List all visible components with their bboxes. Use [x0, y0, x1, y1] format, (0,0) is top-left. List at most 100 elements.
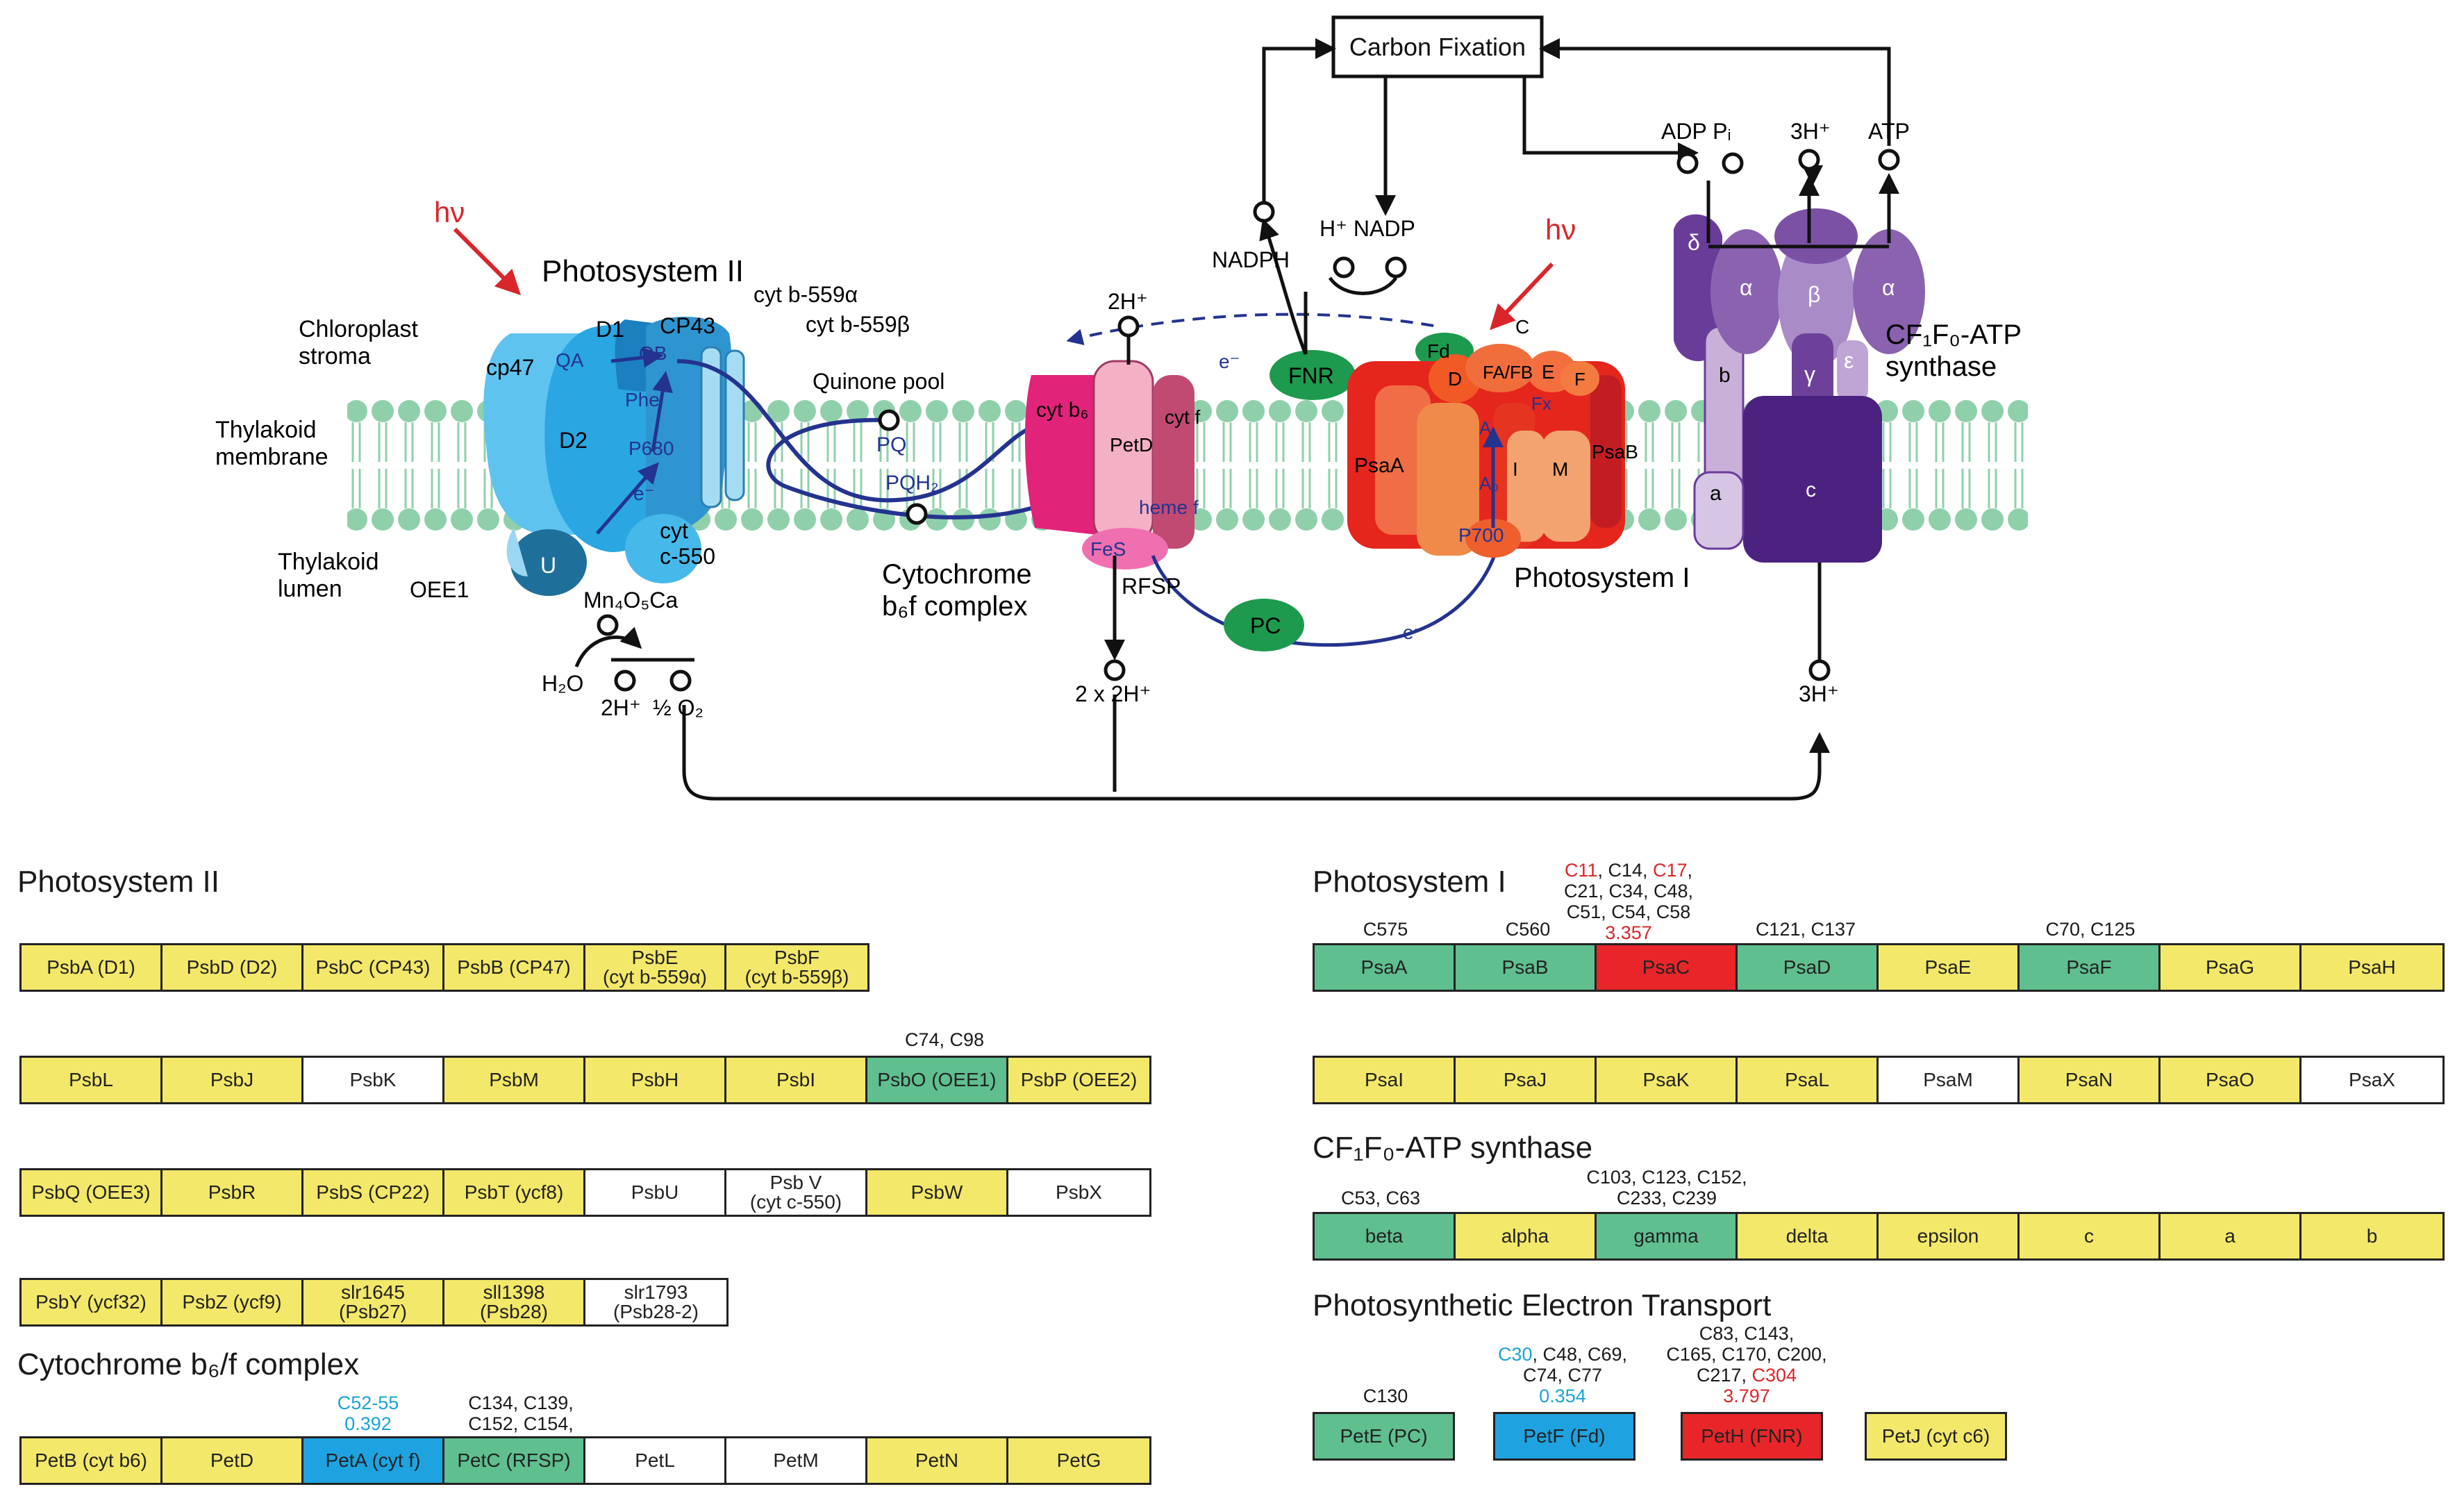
p700-label: P700 — [1458, 524, 1504, 546]
fes-label: FeS — [1090, 538, 1126, 560]
peth-cys-black: C83, C143, C165, C170, C200, C217, — [1666, 1323, 1827, 1386]
peth-value: 3.797 — [1723, 1386, 1770, 1406]
delta-label: δ — [1688, 230, 1700, 255]
fnr-enzyme — [1270, 350, 1356, 400]
cytb6f-cell-petd: PetD — [163, 1438, 303, 1483]
cp43-label: CP43 — [660, 313, 715, 338]
ps2-cell-psbb: PsbB (CP47) — [444, 945, 585, 990]
a1-label: A₁ — [1479, 417, 1497, 438]
psi-i-label: I — [1513, 458, 1518, 480]
atp-label: ATP — [1868, 119, 1910, 144]
ps2-cell-psbf: PsbF (cyt b-559β) — [726, 945, 867, 990]
h-nadp-label: H⁺ NADP — [1320, 216, 1415, 241]
cytb6f-cell-petc: PetC (RFSP) — [444, 1438, 585, 1483]
ps1-cell-psad: PsaD — [1738, 945, 1879, 990]
b6f-protons-bottom-label: 2 x 2H⁺ — [1075, 681, 1151, 706]
qb-label: QB — [639, 342, 667, 364]
ps2-cell-psbk: PsbK — [303, 1058, 444, 1102]
ps2-cell-psbw: PsbW — [867, 1170, 1008, 1215]
ps1-section-title: Photosystem I — [1313, 865, 1506, 899]
psi-m-label: M — [1552, 458, 1568, 480]
atp-cell-beta: beta — [1315, 1214, 1456, 1258]
alpha-left-label: α — [1740, 275, 1753, 300]
ps2-cell-slr1793: slr1793 (Psb28-2) — [585, 1280, 726, 1324]
a-subunit-label: a — [1710, 482, 1722, 505]
ps1-cell-psab: PsaB — [1456, 945, 1597, 990]
atp-cell-delta: delta — [1738, 1214, 1879, 1258]
ps2-cell-psbc: PsbC (CP43) — [303, 945, 444, 990]
d2-label: D2 — [559, 428, 588, 453]
psac-cys-rest: , C21, C34, C48, C51, C54, C58 — [1563, 860, 1694, 922]
carbon-fixation-box — [1331, 15, 1544, 78]
plastocyanin — [1224, 599, 1304, 651]
cyt-b559b-label: cyt b-559β — [806, 312, 910, 337]
psac-value: 3.357 — [1605, 922, 1652, 943]
pc-electron-label: e⁻ — [1403, 622, 1424, 643]
ps1-cell-psae: PsaE — [1879, 945, 2020, 990]
psab-cysteines: C560 — [1505, 919, 1551, 940]
ps2-subunit-row: PsbA (D1)PsbD (D2)PsbC (CP43)PsbB (CP47)… — [19, 943, 869, 992]
pq-label: PQ — [876, 433, 906, 456]
ps2-cell-psbj: PsbJ — [163, 1058, 303, 1102]
ps2-cell-psbo: PsbO (OEE1) — [867, 1058, 1008, 1102]
cyt-b6-label: cyt b₆ — [1036, 399, 1088, 422]
petj-box: PetJ (cyt c6) — [1865, 1412, 2007, 1461]
ps2-cell-psbu: PsbU — [585, 1170, 726, 1215]
atp-cell-epsilon: epsilon — [1879, 1214, 2020, 1258]
psad-cysteines: C121, C137 — [1755, 919, 1856, 940]
peta-value: 0.392 — [344, 1413, 392, 1434]
ps2-cell-psbd: PsbD (D2) — [163, 945, 303, 990]
atp-cell-c: c — [2020, 1214, 2161, 1258]
ps2-cell-psbt: PsbT (ycf8) — [444, 1170, 585, 1215]
ps1-diagram-title: Photosystem I — [1514, 563, 1690, 593]
ps1-cell-psag: PsaG — [2161, 945, 2301, 990]
b-subunit-label: b — [1719, 364, 1731, 387]
epsilon-label: ε — [1844, 348, 1854, 373]
psi-f-label: F — [1574, 369, 1585, 390]
a0-label: A₀ — [1479, 473, 1499, 494]
adp-pi-label: ADP Pᵢ — [1661, 119, 1731, 144]
petf-annotation: C30, C48, C69, C74, C77 0.354 — [1479, 1344, 1646, 1406]
ps2-protons-label: 2H⁺ — [601, 695, 641, 720]
u-label: U — [540, 553, 556, 578]
pete-cysteines: C130 — [1363, 1386, 1408, 1406]
cytb6f-cell-petn: PetN — [867, 1438, 1008, 1483]
ps2-cell-sll1398: sll1398 (Psb28) — [444, 1280, 585, 1324]
ps2-electron-label: e⁻ — [633, 483, 654, 504]
atp-section-title: CF₁F₀-ATP synthase — [1313, 1131, 1593, 1165]
ps1-cell-psal: PsaL — [1738, 1058, 1879, 1102]
d1-label: D1 — [596, 317, 624, 342]
nadph-label: NADPH — [1212, 247, 1290, 272]
ps1-cell-psak: PsaK — [1597, 1058, 1738, 1102]
gamma-label: γ — [1804, 362, 1815, 387]
ps2-cell-psbr: PsbR — [163, 1170, 303, 1215]
pqh2-label: PQH₂ — [885, 472, 939, 494]
psaf-cysteines: C70, C125 — [2045, 919, 2136, 940]
rfsp-label: RFSP — [1122, 574, 1181, 599]
cyt-b559a-label: cyt b-559α — [754, 282, 858, 307]
ps1-cell-psax: PsaX — [2301, 1058, 2442, 1102]
carbon-fixation-label: Carbon Fixation — [1349, 33, 1526, 61]
protons-top-label: 3H⁺ — [1790, 119, 1831, 144]
c-ring-label: c — [1806, 479, 1816, 501]
ps2-cell-psbz: PsbZ (ycf9) — [163, 1280, 303, 1324]
psac-cys-c17: C17 — [1653, 860, 1688, 881]
ps2-cell-slr1645: slr1645 (Psb27) — [303, 1280, 444, 1324]
ps1-cell-psaa: PsaA — [1315, 945, 1456, 990]
psi-e-label: E — [1542, 361, 1555, 383]
cytochrome-b6f-complex — [1024, 360, 1194, 570]
ps2-cell-psb: Psb V (cyt c-550) — [726, 1170, 867, 1215]
petd-label: PetD — [1110, 434, 1153, 456]
heme-f-label: heme f — [1139, 497, 1199, 518]
petf-value: 0.354 — [1539, 1386, 1586, 1406]
beta-label: β — [1808, 282, 1820, 307]
cytb6f-cell-petl: PetL — [585, 1438, 726, 1483]
cyt-f-label: cyt f — [1165, 406, 1201, 428]
